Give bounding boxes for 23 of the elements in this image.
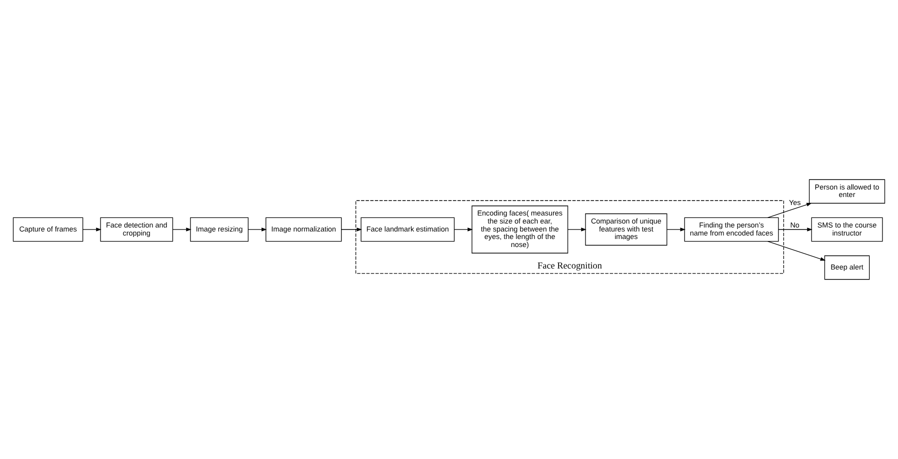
- node-box: Beep alert: [824, 255, 870, 280]
- edge-label: No: [790, 220, 800, 230]
- node-box: SMS to the course instructor: [811, 217, 883, 242]
- arrow: [82, 228, 102, 232]
- arrow: [248, 228, 267, 232]
- node-box: Finding the person’s name from encoded faces: [684, 217, 779, 242]
- arrow: [778, 228, 812, 232]
- node-box: Image resizing: [190, 217, 249, 242]
- arrow: [454, 228, 473, 232]
- arrow: [567, 228, 586, 232]
- node-box: Face landmark estimation: [360, 217, 455, 242]
- node-box: Comparison of unique features with test images: [585, 213, 668, 246]
- node-box: Capture of frames: [12, 217, 84, 242]
- node-box: Person is allowed to enter: [808, 179, 886, 204]
- edge-label: Yes: [788, 198, 801, 208]
- arrow: [666, 228, 686, 232]
- node-box: Image normalization: [266, 217, 342, 242]
- arrow: [341, 228, 362, 232]
- node-box: Face detection and cropping: [100, 217, 174, 242]
- arrow: [172, 228, 192, 232]
- arrow: [767, 241, 826, 261]
- arrow: [767, 202, 812, 218]
- node-box: Encoding faces( measures the size of each ear, the spacing between the eyes, the length of the nose): [472, 206, 568, 254]
